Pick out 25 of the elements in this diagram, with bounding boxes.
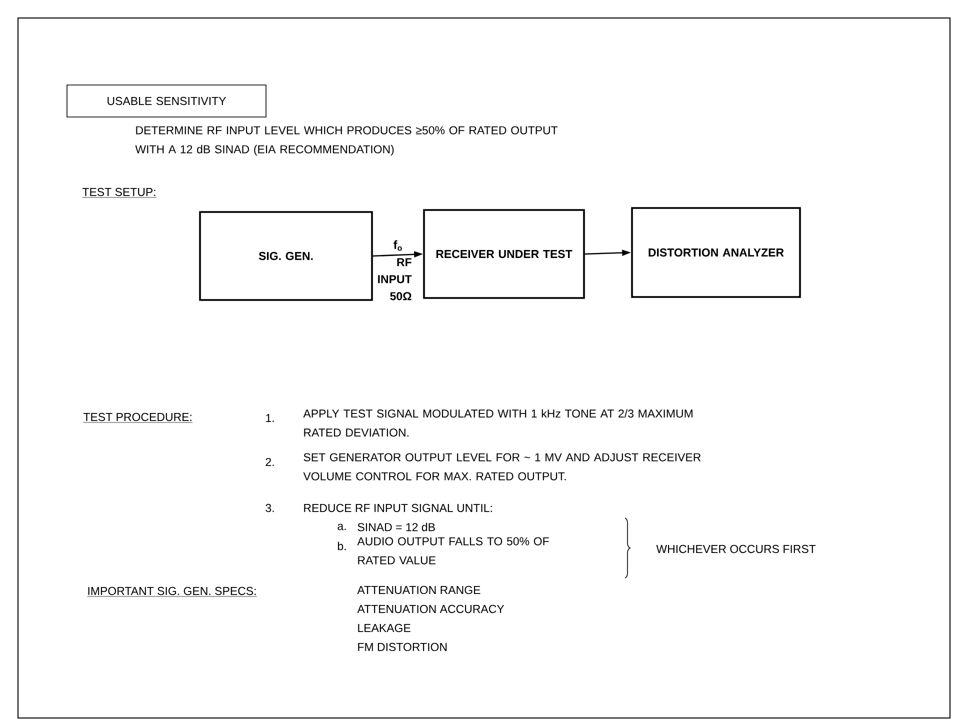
description-text: DETERMINE RF INPUT LEVEL WHICH PRODUCES ≥50% OF RATED OUTPUT WITH A 12 dB SINAD (EIA RECOMMENDATION) (135, 126, 558, 156)
step-text: REDUCE RF INPUT SIGNAL UNTIL: (304, 504, 492, 512)
step-text: APPLY TEST SIGNAL MODULATED WITH 1 kHz TONE AT 2/3 MAXIMUM RATED DEVIATION. (303, 409, 692, 437)
step-text: SINAD = 12 dB (358, 522, 435, 532)
block-box: SIG. GEN. (199, 211, 373, 301)
step-text: AUDIO OUTPUT FALLS TO 50% OF RATED VALUE (357, 537, 549, 564)
spec-item: LEAKAGE (358, 624, 410, 632)
section-heading: TEST PROCEDURE: (83, 412, 193, 423)
block-box: DISTORTION ANALYZER (631, 207, 801, 298)
heading-box: USABLE SENSITIVITY (66, 84, 266, 118)
step-number: b. (338, 542, 346, 550)
step-number: 2. (266, 458, 274, 466)
port-label: RF INPUT 50Ω (378, 258, 412, 300)
spec-item: ATTENUATION RANGE (357, 586, 480, 594)
step-number: 3. (266, 504, 274, 512)
section-heading: TEST SETUP: (82, 188, 157, 198)
section-heading: IMPORTANT SIG. GEN. SPECS: (87, 586, 257, 597)
block-box: RECEIVER UNDER TEST (423, 209, 585, 299)
spec-item: ATTENUATION ACCURACY (357, 604, 504, 614)
edge-label: f$_{o}$ (394, 240, 402, 251)
step-number: 1. (266, 414, 274, 422)
step-text: SET GENERATOR OUTPUT LEVEL FOR ~ 1 MV AND ADJUST RECEIVER VOLUME CONTROL FOR MAX. RATED OUTPUT. (303, 453, 701, 480)
step-number: a. (338, 524, 346, 530)
spec-item: FM DISTORTION (358, 642, 447, 652)
note-text: WHICHEVER OCCURS FIRST (656, 544, 816, 554)
